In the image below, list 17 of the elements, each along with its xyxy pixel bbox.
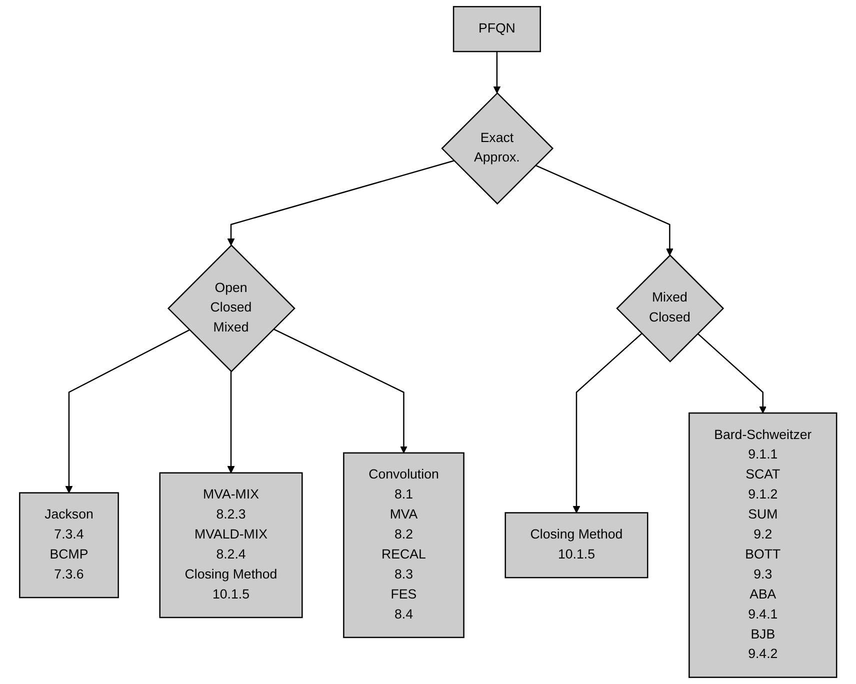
arrow (65, 329, 190, 494)
arrow (534, 164, 674, 256)
arrow (572, 333, 642, 514)
arrow (227, 160, 454, 246)
node-diamond: Exact Approx. (441, 92, 554, 205)
node-box: Closing Method 10.1.5 (504, 512, 648, 578)
node-box: PFQN (452, 6, 541, 52)
node-box: Bard-Schweitzer 9.1.1 SCAT 9.1.2 SUM 9.2 BOTT 9.3 ABA 9.4.1 BJB 9.4.2 (688, 412, 838, 678)
node-diamond: Open Closed Mixed (167, 244, 296, 372)
arrow (273, 328, 408, 454)
arrow (227, 371, 235, 474)
node-diamond: Mixed Closed (616, 254, 724, 362)
node-box: MVA-MIX 8.2.3 MVALD-MIX 8.2.4 Closing Method 10.1.5 (159, 472, 303, 618)
node-box: Jackson 7.3.4 BCMP 7.3.6 (18, 492, 119, 598)
arrow (493, 52, 500, 94)
arrow (697, 333, 766, 414)
node-box: Convolution 8.1 MVA 8.2 RECAL 8.3 FES 8.4 (342, 452, 464, 638)
